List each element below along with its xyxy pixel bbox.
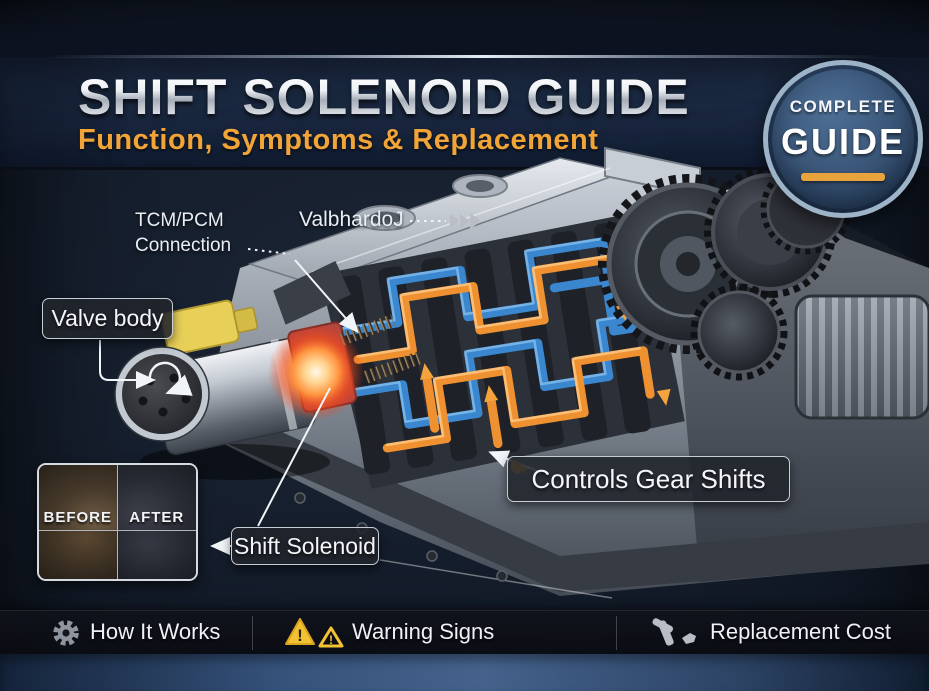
after-label: AFTER — [129, 509, 185, 526]
badge-line1: COMPLETE — [789, 97, 897, 116]
footer-item-how-it-works: How It Works — [90, 619, 221, 644]
page-title: SHIFT SOLENOID GUIDE — [78, 69, 690, 125]
tcm-line1: TCM/PCM — [135, 210, 224, 231]
tools-icon — [652, 618, 696, 646]
warning-icon: ! ! — [285, 618, 344, 648]
footer-divider — [252, 616, 253, 650]
comparison-image-before: BEFORE — [39, 465, 118, 531]
complete-guide-badge: COMPLETE GUIDE — [763, 60, 923, 218]
top-strip — [0, 0, 929, 57]
footer-divider — [616, 616, 617, 650]
bottom-strip — [0, 654, 929, 691]
tcm-line2: Connection — [135, 235, 232, 256]
badge-underline — [801, 173, 885, 181]
gear-icon — [53, 620, 79, 646]
banner-highlight-line — [0, 55, 929, 58]
svg-text:!: ! — [329, 633, 333, 647]
valve-body-callout: Valve body — [42, 298, 173, 339]
footer-item-replacement-cost: Replacement Cost — [710, 619, 891, 644]
controls-gear-shifts-callout: Controls Gear Shifts — [507, 456, 790, 502]
shift-solenoid-callout: Shift Solenoid — [231, 527, 379, 565]
footer-item-warning-signs: Warning Signs — [352, 619, 495, 644]
top-part-label: ValbhardoJ — [299, 208, 404, 231]
before-after-comparison: BEFORE AFTER — [37, 463, 198, 581]
svg-text:!: ! — [297, 626, 303, 645]
before-label: BEFORE — [43, 509, 112, 526]
tcm-pcm-connection-label: TCM/PCM Connection — [135, 208, 231, 258]
page-subtitle: Function, Symptoms & Replacement — [78, 124, 599, 156]
footer-bar: How It Works ! ! Warning Signs Replaceme… — [0, 610, 929, 654]
badge-line2: GUIDE — [780, 121, 905, 162]
comparison-image-after: AFTER — [117, 465, 196, 531]
